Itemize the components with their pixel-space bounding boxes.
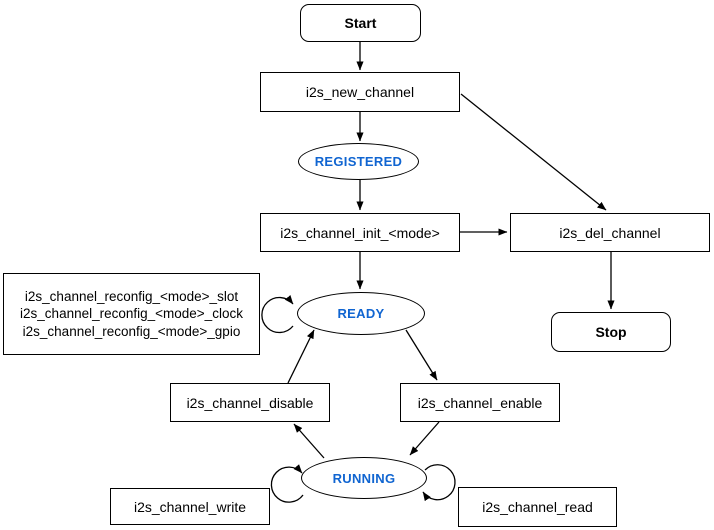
new-channel-node: i2s_new_channel (260, 72, 460, 112)
self-loop-ready (261, 295, 294, 334)
edge-ready-to-enable (405, 329, 438, 381)
reconfig-line-gpio: i2s_channel_reconfig_<mode>_gpio (22, 323, 241, 339)
channel-read-node: i2s_channel_read (458, 487, 617, 527)
edge-new-channel-to-del-channel (460, 93, 607, 211)
edge-disable-to-ready (287, 329, 315, 384)
self-loop-running-left (270, 464, 304, 503)
start-node: Start (300, 4, 421, 42)
channel-write-node: i2s_channel_write (110, 488, 270, 525)
del-channel-node: i2s_del_channel (510, 213, 710, 252)
channel-disable-node: i2s_channel_disable (170, 383, 330, 422)
stop-node: Stop (551, 312, 671, 352)
reconfig-line-slot: i2s_channel_reconfig_<mode>_slot (24, 288, 239, 304)
self-loop-running-right (422, 464, 456, 502)
edge-running-to-disable (293, 423, 325, 459)
registered-state-node: REGISTERED (298, 143, 419, 180)
channel-init-node: i2s_channel_init_<mode> (260, 213, 460, 252)
channel-enable-node: i2s_channel_enable (400, 383, 560, 422)
reconfig-line-clock: i2s_channel_reconfig_<mode>_clock (20, 306, 243, 322)
ready-state-node: READY (297, 292, 425, 335)
reconfig-node: i2s_channel_reconfig_<mode>_slot i2s_cha… (3, 273, 260, 355)
edge-enable-to-running (409, 421, 440, 456)
running-state-node: RUNNING (301, 457, 427, 499)
